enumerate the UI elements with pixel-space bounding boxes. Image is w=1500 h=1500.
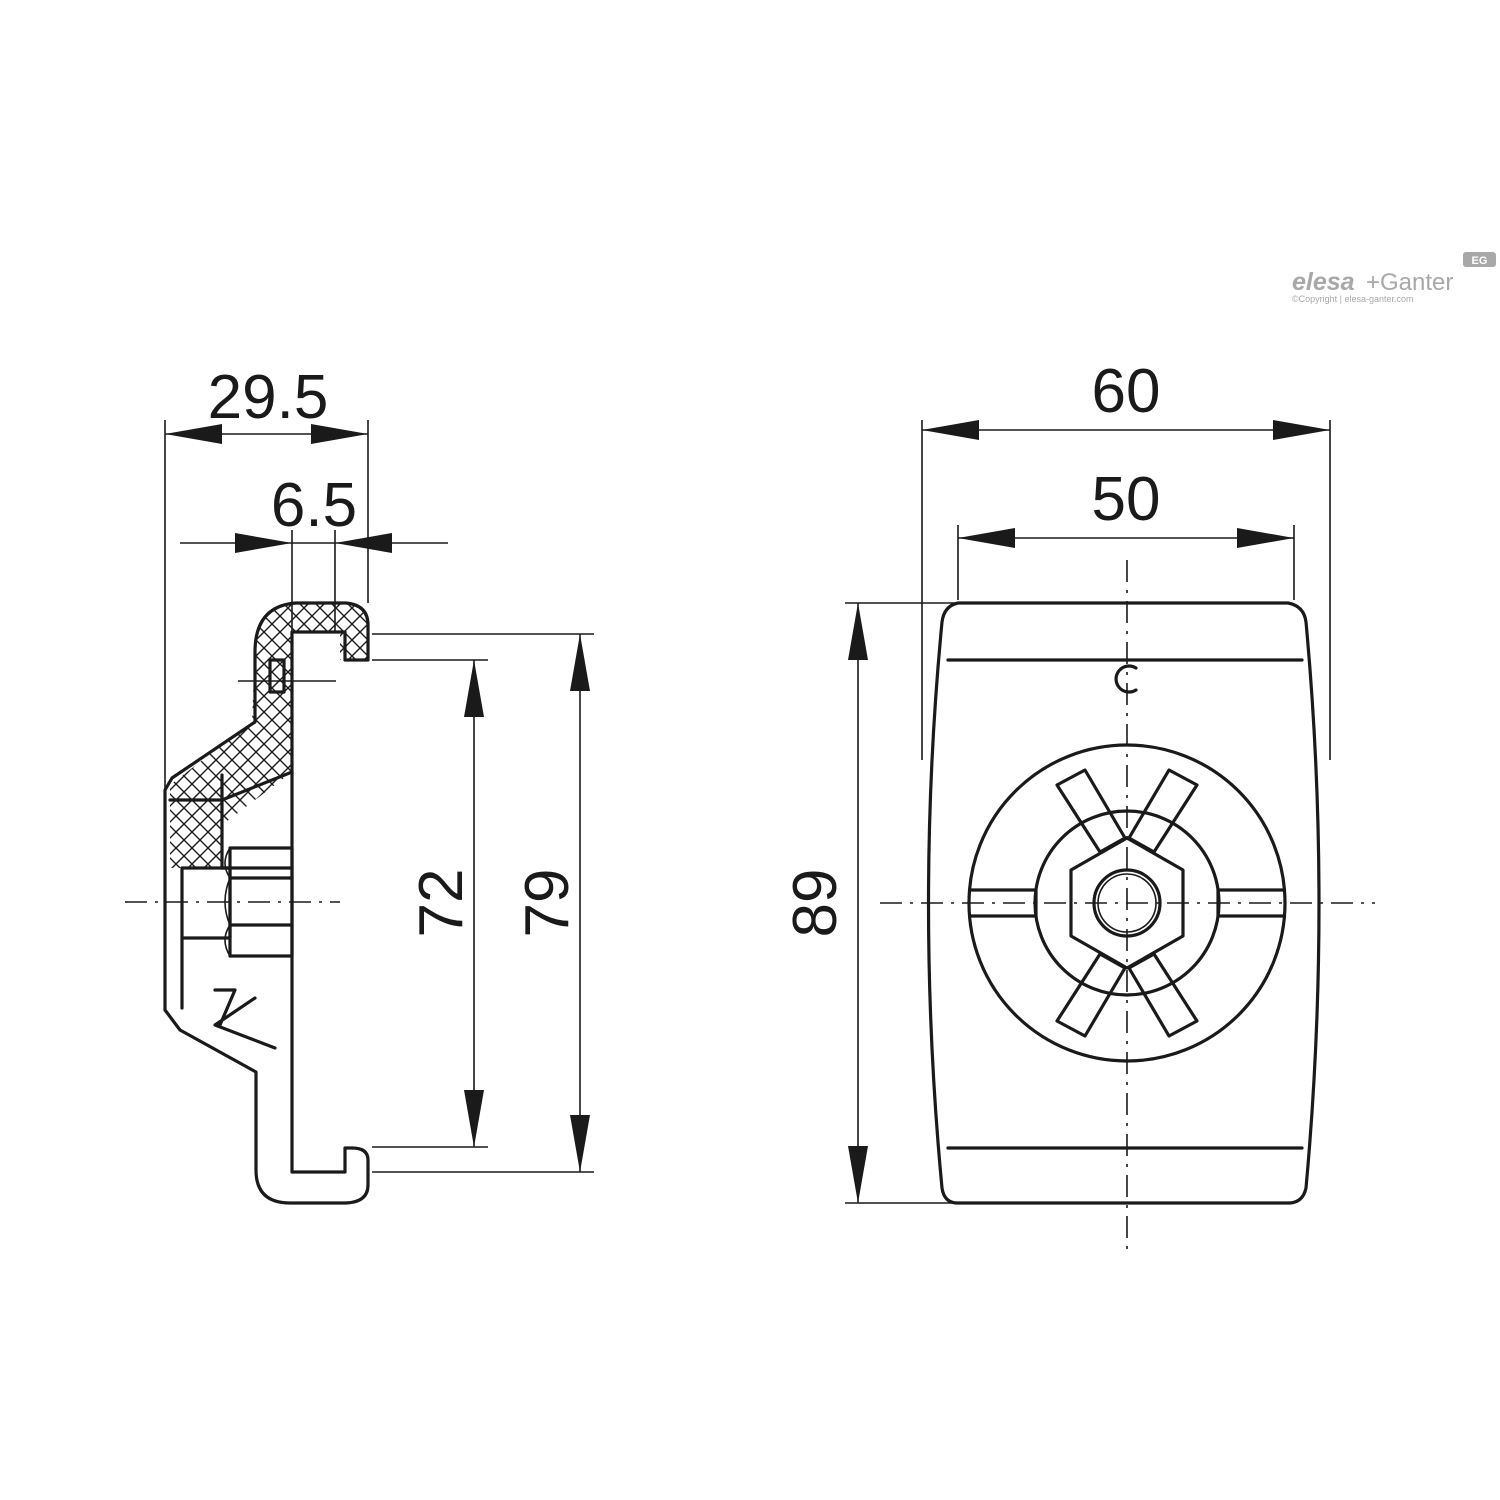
- dim-side-lip-depth: 6.5: [271, 471, 357, 540]
- brand-name-elesa: elesa: [1292, 268, 1355, 296]
- front-dimensions: 60 50 89: [781, 357, 1331, 1204]
- dim-front-overall-width: 60: [1092, 357, 1161, 426]
- body-outline: [163, 601, 370, 1205]
- brand-name-ganter: +Ganter: [1366, 269, 1453, 296]
- dim-front-height: 89: [781, 869, 850, 938]
- hex-socket: [1069, 836, 1185, 970]
- front-outline: [926, 601, 1321, 1205]
- brand-badge: [1463, 252, 1496, 267]
- brand-logo: elesa +Ganter EG ©Copyright | elesa-gant…: [1292, 252, 1496, 304]
- section-hatching: [170, 603, 368, 868]
- front-view: [880, 560, 1375, 1250]
- side-section-view: [125, 601, 370, 1205]
- dim-side-overall-depth: 29.5: [208, 363, 329, 432]
- threaded-insert: [180, 866, 232, 940]
- brand-badge-text: EG: [1472, 255, 1488, 267]
- set-screw-hole: [268, 658, 286, 694]
- dim-side-inner-height: 72: [407, 869, 476, 938]
- position-marker: [1114, 664, 1138, 694]
- dim-front-face-width: 50: [1092, 465, 1161, 534]
- lower-body-detail: [180, 936, 277, 1050]
- dim-side-outer-height: 79: [513, 869, 582, 938]
- inner-rib-upper: [168, 770, 294, 802]
- brand-copyright: ©Copyright | elesa-ganter.com: [1292, 294, 1414, 304]
- side-dimensions: 29.5 6.5 72 79: [164, 363, 594, 1173]
